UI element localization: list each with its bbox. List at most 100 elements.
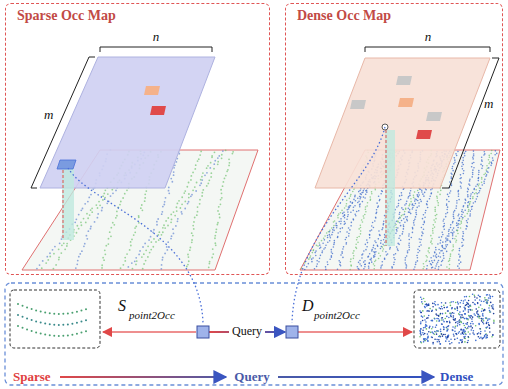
point [401,195,403,197]
point [222,185,224,187]
point [399,216,401,218]
point [467,340,469,342]
point [214,242,216,244]
point [480,328,482,330]
point [365,190,367,192]
point [75,267,77,269]
point [329,229,331,231]
point [478,323,480,325]
point [480,188,482,190]
point [352,191,354,193]
point [422,233,424,235]
point [453,227,455,229]
point [166,246,168,248]
point [478,314,480,316]
point [402,209,404,211]
point [436,197,438,199]
point [353,207,355,209]
point [460,185,462,187]
point [418,238,420,240]
point [436,196,438,198]
point [363,190,365,192]
point [222,150,224,152]
point [469,184,471,186]
point [448,230,450,232]
point [139,250,141,252]
point [220,203,222,205]
point [167,217,169,219]
point [375,242,377,244]
point [364,214,366,216]
point [360,196,362,198]
point [134,231,136,233]
point [197,206,199,208]
point [398,237,400,239]
point [232,153,234,155]
point [143,253,145,255]
point [415,264,417,266]
point [464,296,466,298]
point [408,233,410,235]
point [393,261,395,263]
point [323,237,325,239]
point [490,165,492,167]
point [170,221,172,223]
point [341,252,343,254]
point [49,252,51,254]
point [160,268,162,270]
point [461,314,463,316]
point [332,229,334,231]
point [348,206,350,208]
point [80,321,82,323]
point [478,170,480,172]
point [206,185,208,187]
point [319,247,321,249]
point [447,310,449,312]
point [458,259,460,261]
point [442,247,444,249]
point [183,192,185,194]
point [482,315,484,317]
point [451,168,453,170]
point [462,217,464,219]
point [369,199,371,201]
column-line [63,170,64,240]
point [337,232,339,234]
point [337,217,339,219]
point [186,186,188,188]
point [357,197,359,199]
point [451,250,453,252]
point [210,176,212,178]
point [350,225,352,227]
point [78,228,80,230]
point [481,308,483,310]
point [465,327,467,329]
point [41,267,43,269]
point [372,222,374,224]
point [215,244,217,246]
point [53,324,55,326]
point [76,225,78,227]
point [348,235,350,237]
inset-points [17,293,495,344]
point [447,240,449,242]
point [423,222,425,224]
point [172,228,174,230]
point [219,217,221,219]
point [86,213,88,215]
point [188,182,190,184]
point [470,315,472,317]
point [52,268,54,270]
point [157,234,159,236]
point [460,187,462,189]
point [362,191,364,193]
point [434,251,436,253]
point [346,231,348,233]
point [148,239,150,241]
point [124,260,126,262]
point [486,302,488,304]
point [464,155,466,157]
point [336,227,338,229]
point [450,232,452,234]
point [200,150,202,152]
